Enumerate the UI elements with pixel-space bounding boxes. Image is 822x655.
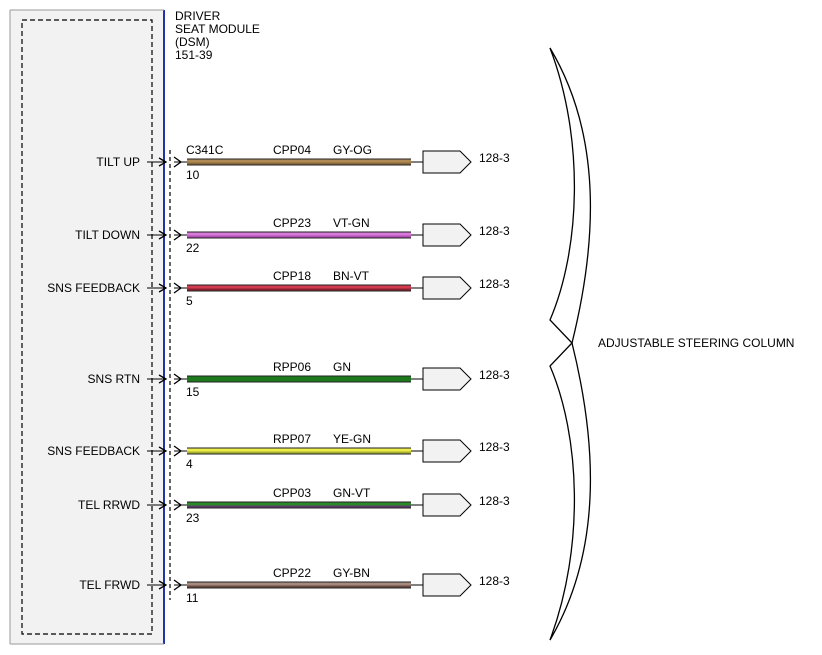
pin-number-label: 4 bbox=[186, 457, 193, 471]
wire-color-label: BN-VT bbox=[333, 269, 370, 283]
pin-function-label: SNS FEEDBACK bbox=[47, 281, 140, 295]
brace-inner-curve bbox=[549, 47, 576, 641]
wire-stripe-color bbox=[187, 162, 411, 165]
circuit-id-label: CPP22 bbox=[273, 566, 311, 580]
circuit-row: SNS FEEDBACK CPP18 BN-VT 5 128-3 bbox=[47, 269, 510, 308]
pin-arrow bbox=[158, 374, 168, 384]
wire-primary-color bbox=[187, 502, 411, 506]
wire-stripe-color bbox=[187, 505, 411, 508]
wire-color-label: GN-VT bbox=[333, 486, 371, 500]
circuit-row: SNS FEEDBACK RPP07 YE-GN 4 128-3 bbox=[47, 432, 510, 471]
wire-color-label: YE-GN bbox=[333, 432, 371, 446]
destination-connector bbox=[422, 150, 472, 174]
circuit-row: TEL FRWD CPP22 GY-BN 11 128-3 bbox=[79, 566, 510, 605]
page-reference-label: 128-3 bbox=[479, 574, 510, 588]
circuit-row: TEL RRWD CPP03 GN-VT 23 128-3 bbox=[78, 486, 510, 525]
circuit-row: TILT UP CPP04 GY-OG 10 128-3 bbox=[96, 143, 510, 182]
destination-connector bbox=[422, 367, 472, 391]
wire-stripe-color bbox=[187, 451, 411, 454]
pin-function-label: TEL RRWD bbox=[78, 498, 140, 512]
circuit-id-label: CPP23 bbox=[273, 216, 311, 230]
wire-color-label: GN bbox=[333, 360, 351, 374]
wire-primary-color bbox=[187, 232, 411, 236]
wire-primary-color bbox=[187, 448, 411, 452]
wire-primary-color bbox=[187, 582, 411, 586]
module-name-line-2: SEAT MODULE bbox=[175, 22, 260, 36]
pin-number-label: 10 bbox=[186, 168, 200, 182]
pin-arrow bbox=[158, 580, 168, 590]
steering-column-brace bbox=[549, 47, 592, 641]
wire-color-label: GY-OG bbox=[333, 143, 372, 157]
wire-stripe-color bbox=[187, 585, 411, 588]
page-reference-label: 128-3 bbox=[479, 494, 510, 508]
driver-seat-module bbox=[9, 9, 171, 645]
wire-stripe-color bbox=[187, 379, 411, 382]
wire-stripe-color bbox=[187, 288, 411, 291]
pin-arrow bbox=[158, 446, 168, 456]
circuit-id-label: CPP03 bbox=[273, 486, 311, 500]
destination-label: ADJUSTABLE STEERING COLUMN bbox=[598, 336, 794, 350]
connector-label: C341C bbox=[186, 143, 224, 157]
page-reference-label: 128-3 bbox=[479, 151, 510, 165]
pin-arrow bbox=[158, 500, 168, 510]
pin-arrow bbox=[158, 230, 168, 240]
pin-number-label: 22 bbox=[186, 241, 200, 255]
wire-color-label: VT-GN bbox=[333, 216, 370, 230]
pin-function-label: SNS RTN bbox=[88, 372, 140, 386]
page-reference-label: 128-3 bbox=[479, 224, 510, 238]
destination-connector bbox=[422, 223, 472, 247]
wire-primary-color bbox=[187, 376, 411, 380]
page-reference-label: 128-3 bbox=[479, 368, 510, 382]
destination-connector bbox=[422, 573, 472, 597]
pin-arrow bbox=[158, 157, 168, 167]
pin-function-label: TILT UP bbox=[96, 155, 140, 169]
pin-number-label: 11 bbox=[186, 591, 199, 605]
destination-connector bbox=[422, 493, 472, 517]
wire-stripe-color bbox=[187, 235, 411, 238]
module-name-block: DRIVER SEAT MODULE (DSM) 151-39 bbox=[175, 9, 260, 62]
wire-primary-color bbox=[187, 159, 411, 163]
module-name-line-4: 151-39 bbox=[175, 48, 213, 62]
pin-number-label: 23 bbox=[186, 511, 200, 525]
page-reference-label: 128-3 bbox=[479, 440, 510, 454]
circuit-row: SNS RTN RPP06 GN 15 128-3 bbox=[88, 360, 510, 399]
module-inner-dashed-box bbox=[21, 19, 153, 635]
circuit-id-label: CPP04 bbox=[273, 143, 311, 157]
module-name-line-3: (DSM) bbox=[175, 35, 210, 49]
destination-connector bbox=[422, 439, 472, 463]
pin-function-label: TILT DOWN bbox=[75, 228, 140, 242]
pin-number-label: 5 bbox=[186, 294, 193, 308]
circuit-id-label: RPP06 bbox=[273, 360, 311, 374]
destination-connector bbox=[422, 276, 472, 300]
wire-color-label: GY-BN bbox=[333, 566, 370, 580]
circuit-id-label: CPP18 bbox=[273, 269, 311, 283]
module-background bbox=[10, 10, 164, 644]
page-reference-label: 128-3 bbox=[479, 277, 510, 291]
pin-function-label: TEL FRWD bbox=[79, 578, 140, 592]
circuit-row: TILT DOWN CPP23 VT-GN 22 128-3 bbox=[75, 216, 510, 255]
pin-function-label: SNS FEEDBACK bbox=[47, 444, 140, 458]
pin-arrow bbox=[158, 283, 168, 293]
pin-number-label: 15 bbox=[186, 385, 200, 399]
circuit-id-label: RPP07 bbox=[273, 432, 311, 446]
module-name-line-1: DRIVER bbox=[175, 9, 221, 23]
wire-primary-color bbox=[187, 285, 411, 289]
